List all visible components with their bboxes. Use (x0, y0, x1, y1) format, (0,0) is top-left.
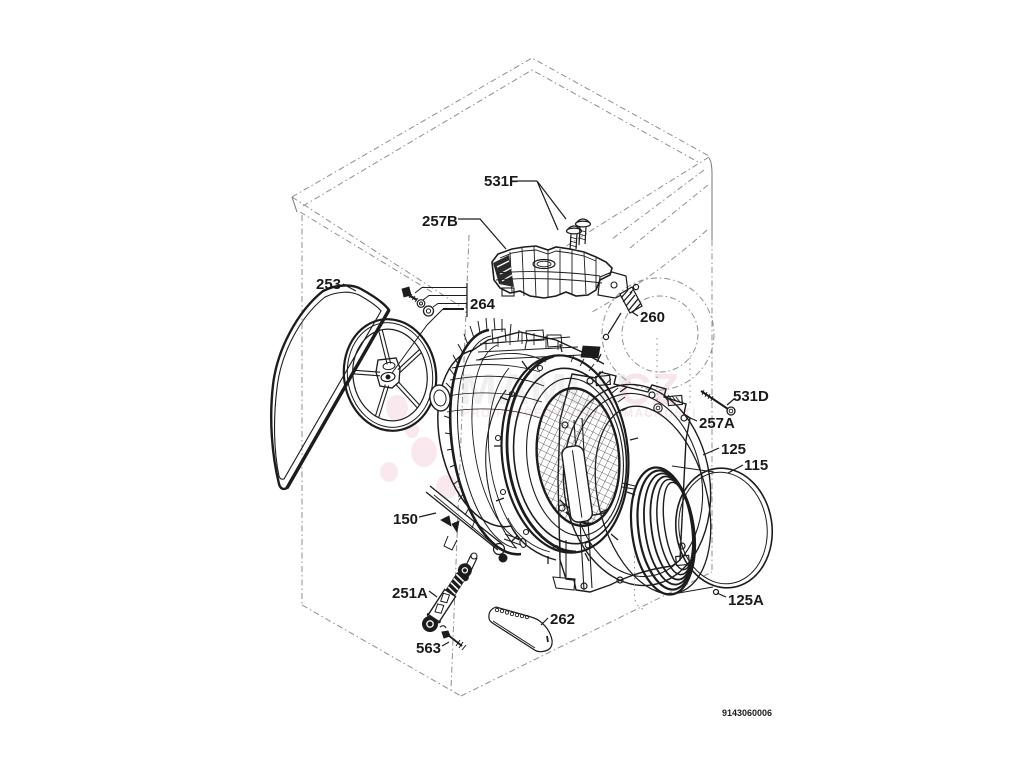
svg-text:257B: 257B (422, 213, 458, 230)
svg-text:563: 563 (416, 640, 441, 657)
svg-text:264: 264 (470, 296, 496, 313)
svg-text:260: 260 (640, 309, 665, 326)
svg-text:531D: 531D (733, 388, 769, 405)
svg-text:253: 253 (316, 276, 341, 293)
svg-text:150: 150 (393, 511, 418, 528)
svg-text:125A: 125A (728, 592, 764, 609)
svg-text:531F: 531F (484, 173, 518, 190)
svg-text:257A: 257A (699, 415, 735, 432)
svg-text:251A: 251A (392, 585, 428, 602)
svg-text:9143060006: 9143060006 (722, 708, 772, 718)
svg-text:125: 125 (721, 441, 746, 458)
svg-text:262: 262 (550, 611, 575, 628)
svg-text:115: 115 (744, 457, 768, 474)
